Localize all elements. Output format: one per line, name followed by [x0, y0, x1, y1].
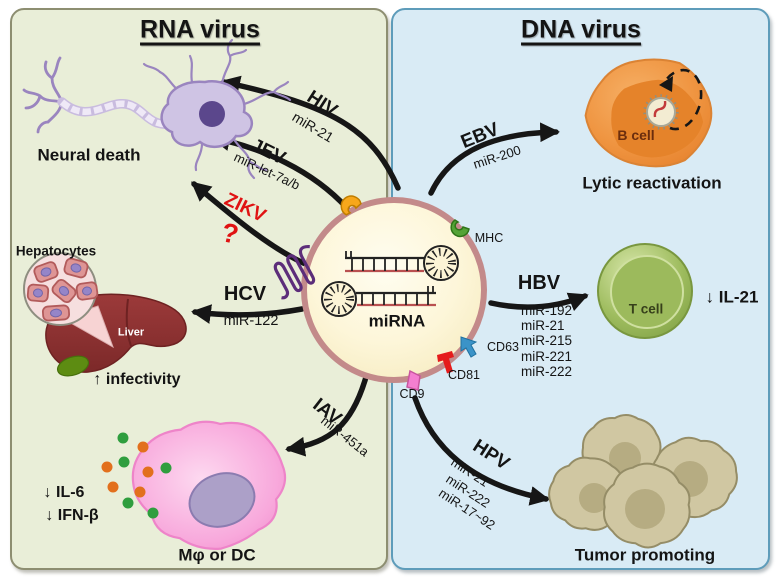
tumor-illustration — [548, 414, 738, 549]
hepatocytes-label: Hepatocytes — [15, 243, 97, 259]
exosome-illustration — [273, 195, 487, 391]
lytic-cycle-arrowhead — [659, 76, 673, 92]
dna-panel-title: DNA virus — [521, 15, 641, 44]
macrophage-nucleus — [188, 472, 256, 528]
hbv-mirna-item: miR-222 — [521, 363, 573, 379]
ifn-beta-effect-label: ↓ IFN-β — [45, 507, 99, 524]
mirna-label: miRNA — [368, 311, 426, 331]
cd81-marker-label: CD81 — [448, 367, 480, 382]
hcv-mirna-label: miR-122 — [223, 312, 279, 329]
axon-terminal-branches — [22, 56, 64, 134]
neuron-nucleus — [199, 101, 225, 127]
exosome-membrane — [301, 197, 487, 383]
liver-label: Liver — [117, 326, 145, 339]
hbv-mirna-item: miR-221 — [521, 348, 573, 364]
mirna-hairpin-bottom — [321, 281, 436, 317]
arrow-layer — [190, 75, 589, 506]
il6-effect-label: ↓ IL-6 — [43, 484, 85, 501]
bcell-label: B cell — [617, 127, 655, 143]
tumor-cell-nucleus — [579, 483, 609, 513]
rna-panel-title: RNA virus — [140, 15, 260, 44]
virus-particle-icon — [646, 97, 676, 127]
transmembrane-protein-icon — [273, 245, 316, 300]
hbv-mirna-item: miR-215 — [521, 333, 573, 349]
mhc-marker-icon — [450, 219, 470, 238]
iav-arrow — [285, 374, 369, 457]
neural-death-caption: Neural death — [37, 145, 141, 165]
neuron-illustration — [22, 38, 292, 180]
tcell-illustration — [597, 243, 693, 339]
infectivity-effect-label: ↑ infectivity — [93, 371, 181, 388]
hepatocyte-cells — [26, 257, 99, 322]
cd63-marker-label: CD63 — [487, 339, 519, 354]
tcell-inner — [610, 255, 684, 329]
macrophage-illustration — [101, 420, 287, 550]
mirna-hairpin-top — [345, 245, 459, 281]
gallbladder-shape — [56, 355, 90, 377]
virus-spikes — [643, 94, 679, 130]
zikv-arrow — [190, 181, 313, 269]
virus-genome-squiggle — [653, 100, 667, 118]
hiv-arrow — [220, 75, 401, 191]
liver-illustration — [23, 252, 187, 377]
lytic-cycle-dashed-arrow — [664, 68, 703, 131]
hbv-arrow — [488, 292, 589, 312]
il21-effect-label: ↓ IL-21 — [705, 287, 759, 307]
hbv-mirna-list: miR-192 miR-21 miR-215 miR-221 miR-222 — [521, 303, 572, 379]
tcell-label: T cell — [628, 301, 664, 317]
cytokine-dots — [101, 432, 172, 519]
cd63-marker-icon — [460, 336, 478, 358]
myelin-segments — [59, 99, 173, 128]
ebv-arrow — [428, 122, 560, 196]
cd9-marker-icon — [406, 369, 421, 391]
hcv-arrow — [191, 304, 305, 324]
bcell-illustration — [584, 58, 713, 168]
hbv-mirna-item: miR-192 — [521, 303, 573, 318]
hcv-label: HCV — [223, 283, 267, 305]
tumor-cell-nucleus — [625, 489, 665, 529]
tumor-promoting-caption: Tumor promoting — [574, 545, 716, 565]
lytic-reactivation-caption: Lytic reactivation — [582, 173, 722, 193]
tumor-cell-nucleus — [609, 442, 641, 474]
cd9-marker-label: CD9 — [399, 386, 425, 401]
macrophage-caption: Mφ or DC — [178, 545, 256, 565]
liver-lobe-divider — [125, 298, 132, 347]
cd81-marker-icon — [437, 351, 454, 374]
hbv-mirna-item: miR-21 — [521, 318, 565, 334]
receptor-icon — [340, 195, 362, 216]
hpv-arrow — [412, 395, 550, 506]
hbv-label: HBV — [517, 272, 561, 294]
mhc-marker-label: MHC — [474, 230, 504, 245]
